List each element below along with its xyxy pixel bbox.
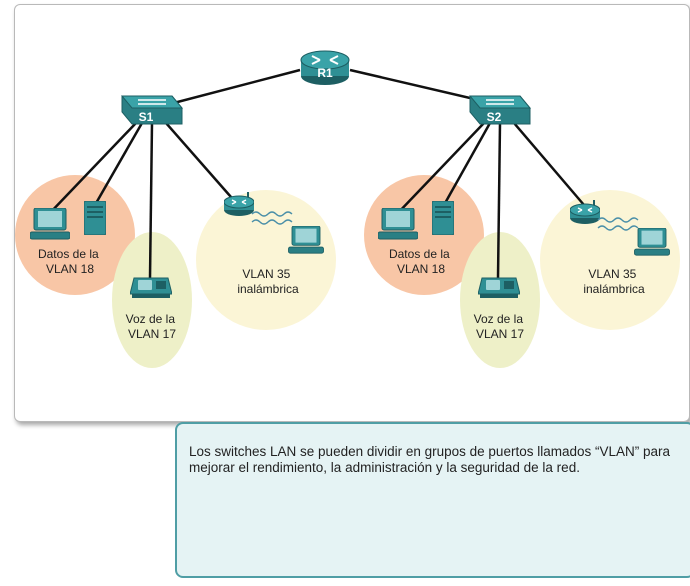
caption-text: Los switches LAN se pueden dividir en gr… xyxy=(189,444,671,475)
desktop-computer-icon xyxy=(378,208,418,240)
left-voice-zone xyxy=(112,232,192,368)
right-wireless-zone xyxy=(540,190,680,330)
switch-left-label: S1 xyxy=(139,110,154,124)
link-s1-phone xyxy=(148,122,154,279)
left-wireless-zone xyxy=(196,190,336,330)
ip-phone-icon xyxy=(130,277,172,298)
right-wireless-label: VLAN 35 inalámbrica xyxy=(583,267,645,296)
switch-icon: S2 xyxy=(468,95,532,125)
switch-right-label: S2 xyxy=(487,110,502,124)
wireless-signal-icon xyxy=(251,211,293,225)
left-voice-label: Voz de la VLAN 17 xyxy=(126,312,179,341)
right-data-zone xyxy=(364,175,484,295)
link-s2-phone xyxy=(496,122,502,279)
link-s1-wireless xyxy=(165,122,239,206)
network-links xyxy=(47,68,585,279)
desktop-computer-icon xyxy=(288,226,324,254)
right-data-label: Datos de la VLAN 18 xyxy=(389,247,453,276)
link-s2-wireless xyxy=(513,122,585,206)
left-wireless-label: VLAN 35 inalámbrica xyxy=(237,267,299,296)
link-r1-s1 xyxy=(165,68,301,107)
link-s2-server xyxy=(442,122,492,206)
link-s1-server xyxy=(93,122,144,206)
ip-phone-icon xyxy=(478,277,520,298)
router-label: R1 xyxy=(317,66,333,80)
wireless-signal-icon xyxy=(597,217,639,231)
caption-box: Los switches LAN se pueden dividir en gr… xyxy=(175,422,690,578)
link-s2-pc xyxy=(395,122,485,216)
switch-icon: S1 xyxy=(120,95,184,125)
right-voice-label: Voz de la VLAN 17 xyxy=(474,312,527,341)
link-s1-pc xyxy=(47,122,137,216)
right-voice-zone xyxy=(460,232,540,368)
desktop-computer-icon xyxy=(634,228,670,256)
server-icon xyxy=(84,201,106,235)
server-icon xyxy=(432,201,454,235)
right-zones xyxy=(364,175,680,368)
desktop-computer-icon xyxy=(30,208,70,240)
left-data-label: Datos de la VLAN 18 xyxy=(38,247,102,276)
router-icon: R1 xyxy=(300,50,350,85)
